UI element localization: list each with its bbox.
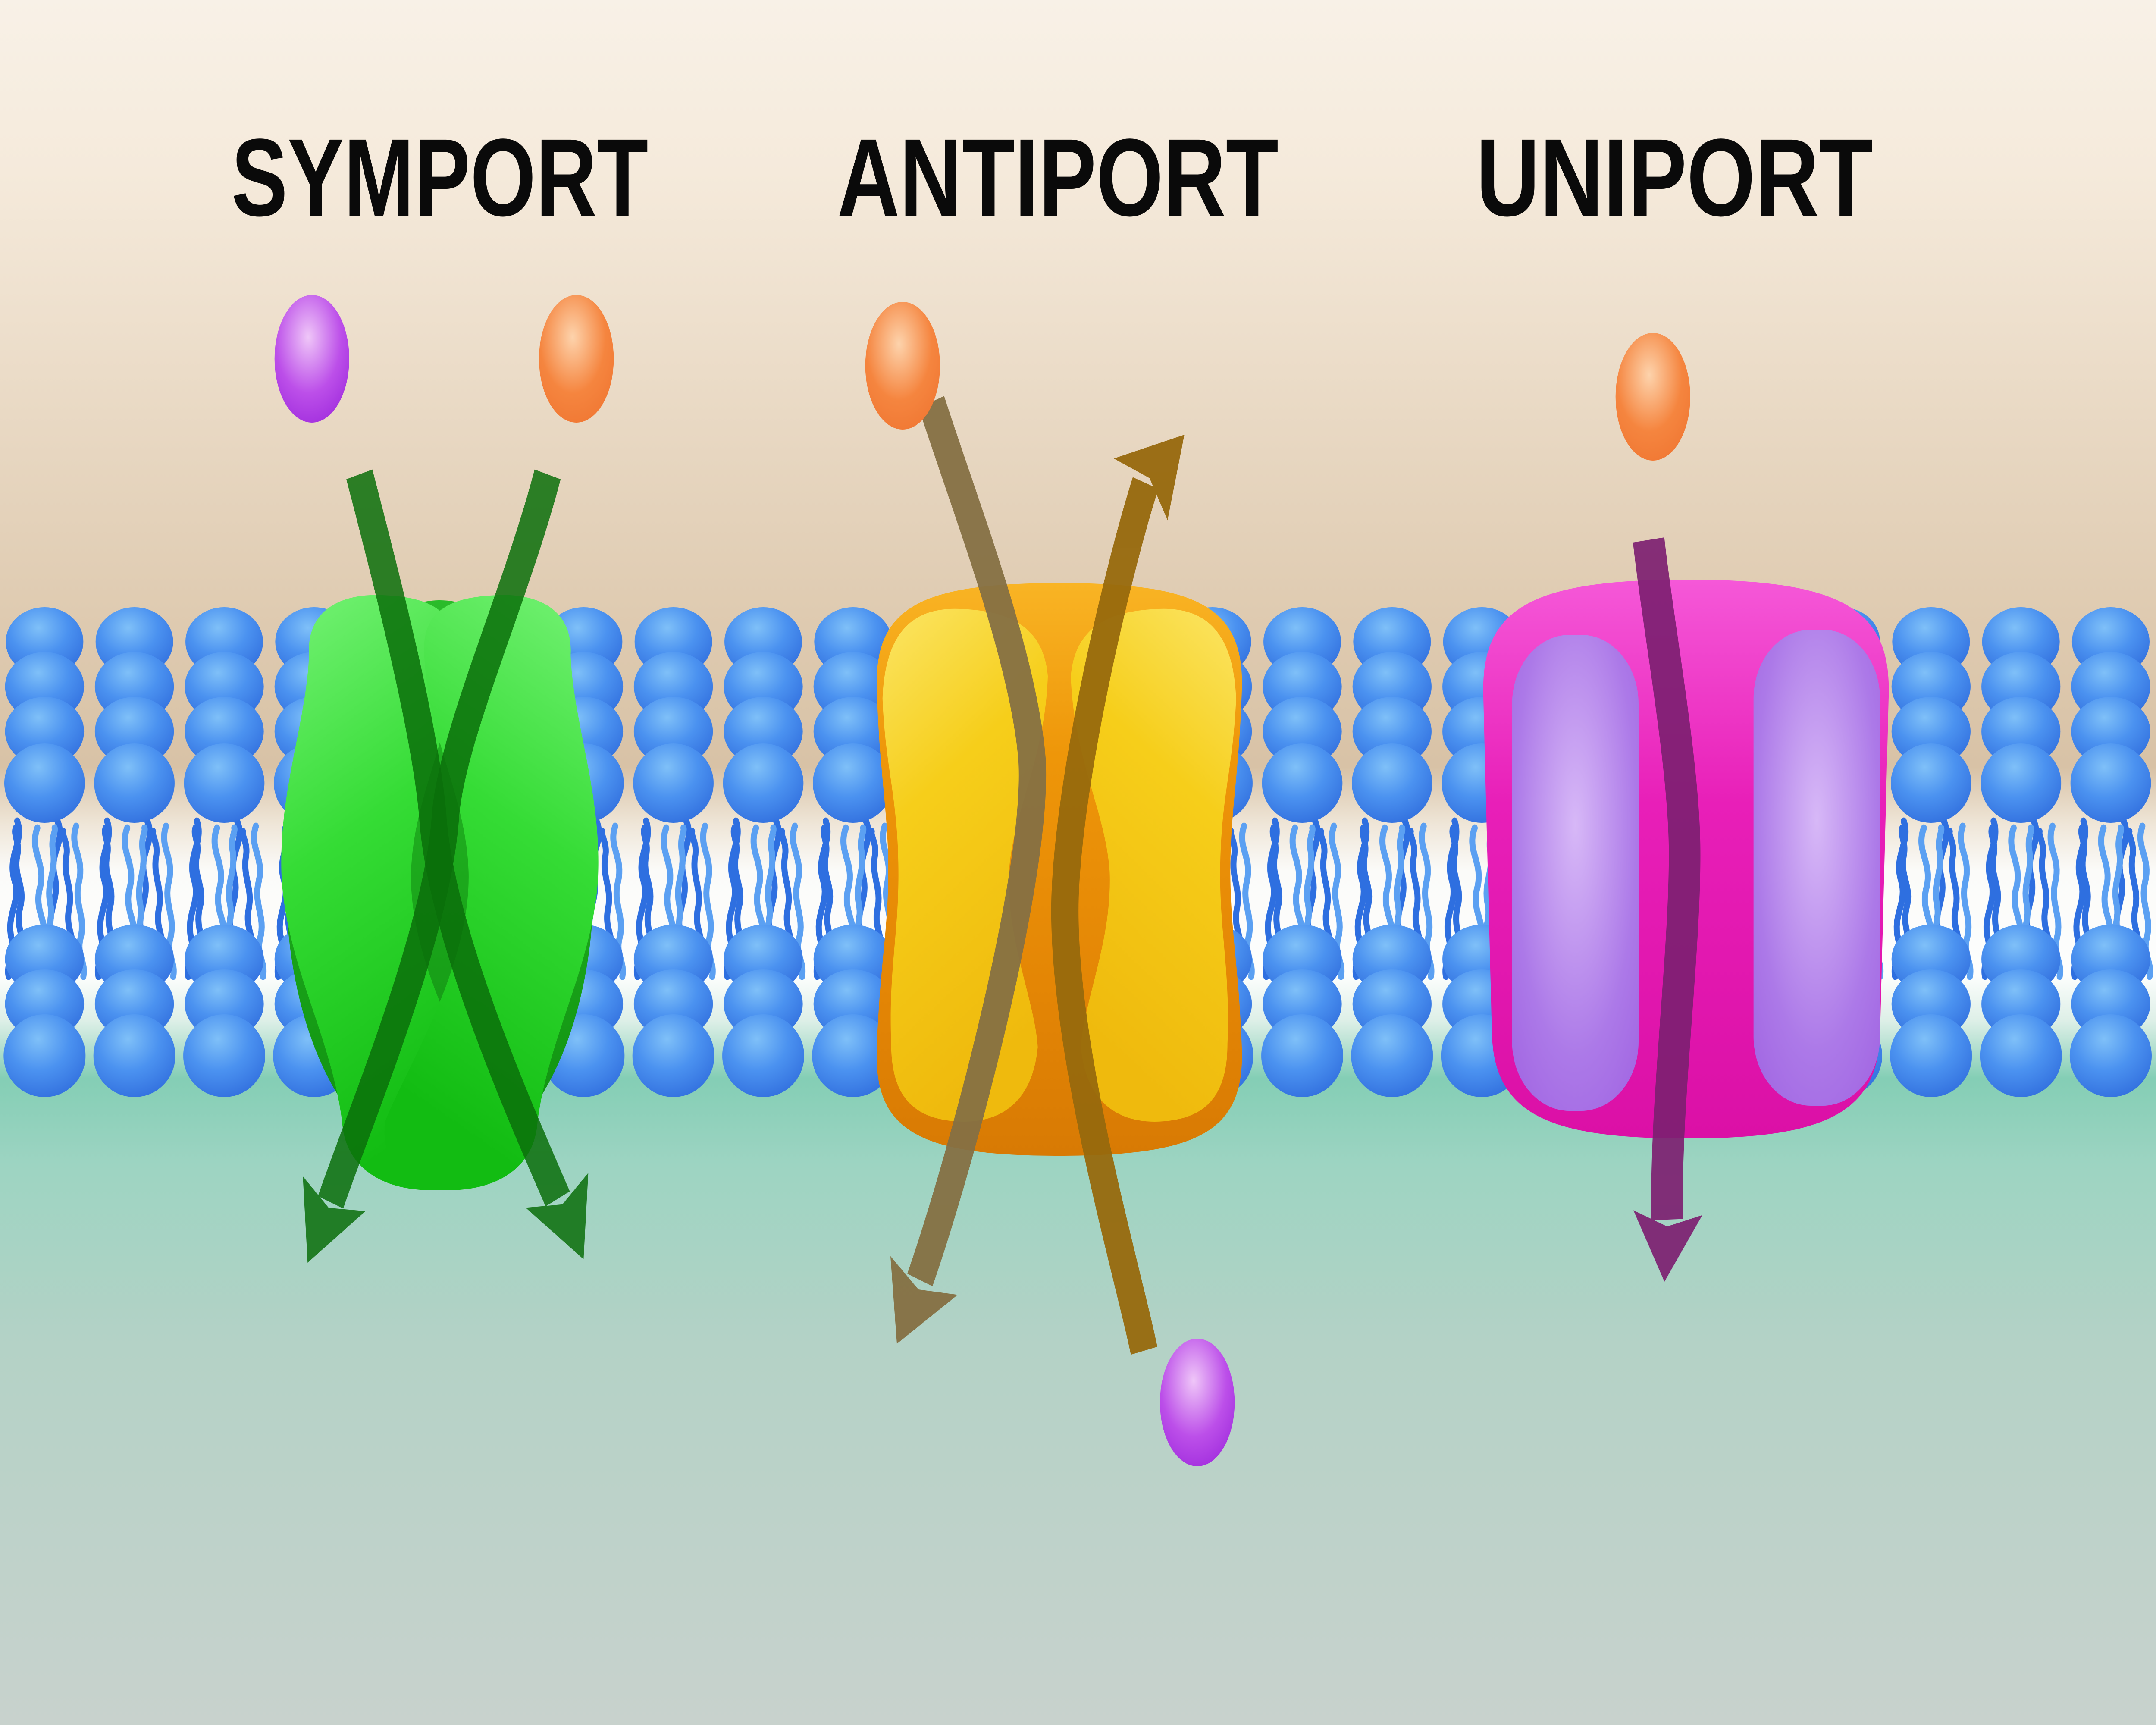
arrowhead-down-right-icon bbox=[526, 1173, 589, 1259]
uniport-channel-left bbox=[1512, 635, 1639, 1111]
symport-transporter bbox=[281, 469, 599, 1263]
antiport-transporter bbox=[877, 396, 1242, 1355]
uniport-arrow-down bbox=[1633, 537, 1702, 1282]
molecule-purple-below-antiport bbox=[1160, 1339, 1235, 1466]
symport-arrow-right-down bbox=[303, 469, 561, 1263]
arrowhead-down-left-icon bbox=[303, 1176, 366, 1263]
antiport-arrow-up bbox=[1051, 435, 1185, 1355]
uniport-transporter bbox=[1483, 537, 1889, 1282]
antiport-title: ANTIPORT bbox=[837, 116, 1279, 239]
arrowhead-down-left-icon bbox=[890, 1256, 958, 1344]
uniport-channel-right bbox=[1753, 630, 1880, 1106]
molecule-orange-above-antiport bbox=[865, 302, 940, 430]
symport-title: SYMPORT bbox=[232, 116, 649, 239]
molecule-purple-above-symport bbox=[274, 295, 349, 423]
title-row: SYMPORT ANTIPORT UNIPORT bbox=[232, 116, 1873, 239]
molecule-orange-above-symport bbox=[539, 295, 614, 423]
uniport-title: UNIPORT bbox=[1476, 116, 1873, 239]
antiport-arrow-down bbox=[890, 396, 1046, 1344]
arrowhead-up-right-icon bbox=[1114, 435, 1185, 521]
arrowhead-down-icon bbox=[1633, 1210, 1702, 1282]
molecule-orange-above-uniport bbox=[1615, 333, 1690, 461]
